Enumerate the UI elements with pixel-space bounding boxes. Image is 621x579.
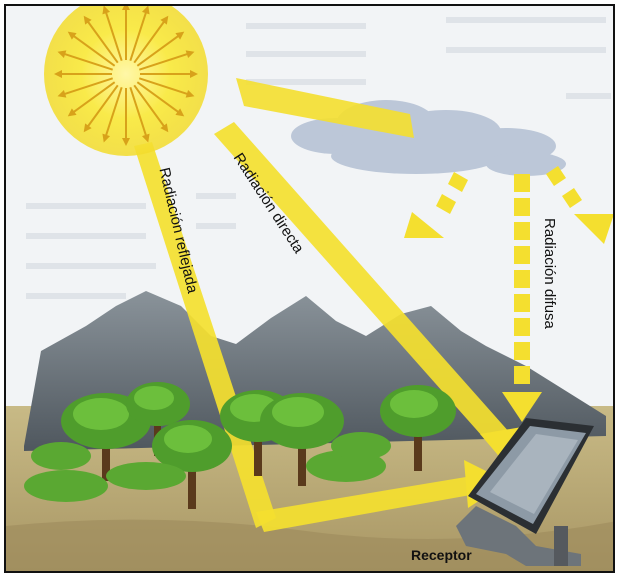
sun-ray [62, 77, 113, 96]
sun-ray-arrowhead [67, 108, 77, 117]
sun-ray [139, 52, 190, 71]
receptor-label: Receptor [411, 547, 472, 563]
sun-ray [133, 84, 166, 128]
sun-ray [133, 20, 166, 64]
sun-ray-arrowhead [122, 6, 130, 10]
sun-ray-arrowhead [141, 6, 150, 15]
sun-ray-arrowhead [122, 138, 130, 146]
sun-ray-arrowhead [185, 50, 195, 59]
radiation-diagram [6, 6, 613, 571]
sun-ray [62, 52, 113, 71]
diffuse-radiation-arrows [404, 166, 613, 422]
sun-ray-arrowhead [102, 6, 111, 15]
sun-ray [86, 20, 119, 64]
background-texture [26, 17, 611, 299]
sun-ray [72, 34, 116, 67]
sun-ray-arrowhead [190, 70, 198, 78]
sun-ray-arrowhead [83, 123, 92, 133]
shrubs [24, 432, 391, 502]
solar-panel-icon [456, 418, 594, 566]
sun-ray [136, 81, 180, 114]
sun-ray [139, 77, 190, 96]
sun-ray [136, 34, 180, 67]
trees [24, 382, 456, 509]
sun-ray-arrowhead [175, 108, 185, 117]
sun-ray-arrowhead [57, 50, 67, 59]
sun-ray-arrowhead [102, 133, 111, 143]
sun-ray-arrowhead [160, 123, 169, 133]
tree [380, 385, 456, 471]
sun-icon [44, 6, 208, 156]
sun-ray-arrowhead [160, 15, 169, 25]
sun-ray [129, 87, 148, 138]
sun-ray-arrowhead [141, 133, 150, 143]
sun-ray-arrowhead [185, 89, 195, 98]
sun-to-cloud-beam [236, 78, 414, 138]
sun-ray-arrowhead [67, 31, 77, 40]
sun-ray-arrowhead [175, 31, 185, 40]
diagram-frame: Radiación directa Radiación reflejada Ra… [4, 4, 615, 573]
sun-ray [129, 10, 148, 61]
sun-ray [104, 87, 123, 138]
diffuse-radiation-label: Radiación difusa [541, 218, 558, 329]
tree [260, 393, 344, 486]
sun-ray-arrowhead [83, 15, 92, 25]
sun-ray [86, 84, 119, 128]
sun-ray-arrowhead [57, 89, 67, 98]
tree [152, 420, 232, 509]
sun-ray-arrowhead [54, 70, 62, 78]
sun-ray [104, 10, 123, 61]
sun-ray [72, 81, 116, 114]
